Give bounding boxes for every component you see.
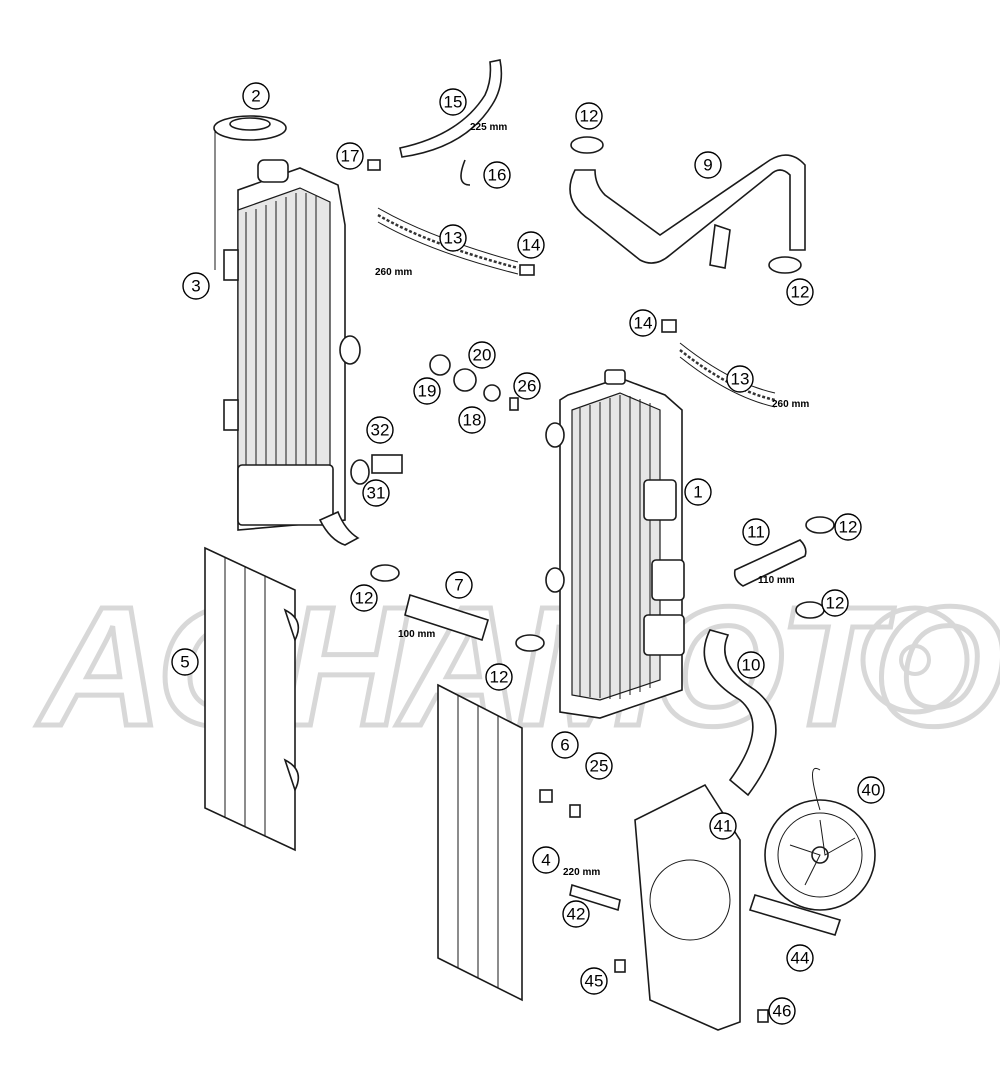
callout-12e: 12 — [834, 513, 862, 541]
radiator-cap — [213, 115, 287, 270]
callout-3: 3 — [182, 272, 210, 300]
callout-12a: 12 — [575, 102, 603, 130]
callout-44: 44 — [786, 944, 814, 972]
callout-1: 1 — [684, 478, 712, 506]
svg-text:13: 13 — [731, 370, 750, 389]
callout-11: 11 — [742, 518, 770, 546]
svg-text:16: 16 — [488, 166, 507, 185]
svg-text:12: 12 — [580, 107, 599, 126]
hose-13a: 260 mm — [375, 207, 519, 278]
fan-shroud — [634, 783, 741, 1031]
hose-15: 225 mm — [399, 59, 507, 158]
callout-12b: 12 — [786, 278, 814, 306]
svg-text:2: 2 — [251, 87, 260, 106]
callout-14b: 14 — [629, 309, 657, 337]
right-radiator — [545, 369, 685, 719]
svg-text:40: 40 — [862, 781, 881, 800]
callout-40: 40 — [857, 776, 885, 804]
svg-text:14: 14 — [634, 314, 653, 333]
svg-text:12: 12 — [839, 518, 858, 537]
svg-text:12: 12 — [826, 594, 845, 613]
svg-text:41: 41 — [714, 817, 733, 836]
svg-text:32: 32 — [371, 421, 390, 440]
svg-text:11: 11 — [747, 523, 765, 542]
hose-7: 100 mm — [398, 593, 489, 642]
callout-13b: 13 — [726, 365, 754, 393]
svg-text:25: 25 — [590, 757, 609, 776]
left-grille — [204, 546, 300, 852]
svg-text:12: 12 — [355, 589, 374, 608]
svg-text:19: 19 — [418, 382, 437, 401]
svg-text:12: 12 — [490, 668, 509, 687]
callout-16: 16 — [483, 161, 511, 189]
callout-46: 46 — [768, 997, 796, 1025]
plate-44 — [748, 894, 842, 936]
dimension-label: 220 mm — [563, 867, 600, 878]
callout-6: 6 — [551, 731, 579, 759]
y-hose — [569, 154, 806, 269]
svg-text:4: 4 — [541, 851, 550, 870]
callout-45: 45 — [580, 967, 608, 995]
hose-10 — [703, 629, 777, 797]
callout-18: 18 — [458, 406, 486, 434]
callout-19: 19 — [413, 377, 441, 405]
callout-31: 31 — [362, 479, 390, 507]
small-fittings — [350, 159, 769, 1023]
callout-32: 32 — [366, 416, 394, 444]
callout-12c: 12 — [350, 584, 378, 612]
svg-text:20: 20 — [473, 346, 492, 365]
callout-12d: 12 — [485, 663, 513, 691]
svg-text:15: 15 — [444, 93, 463, 112]
callout-26: 26 — [513, 372, 541, 400]
svg-text:10: 10 — [742, 656, 761, 675]
callout-7: 7 — [445, 571, 473, 599]
svg-text:5: 5 — [180, 653, 189, 672]
svg-text:17: 17 — [341, 147, 360, 166]
svg-text:44: 44 — [791, 949, 810, 968]
callout-9: 9 — [694, 151, 722, 179]
callout-42: 42 — [562, 900, 590, 928]
callout-25: 25 — [585, 752, 613, 780]
dimension-label: 260 mm — [772, 399, 809, 410]
callout-14a: 14 — [517, 231, 545, 259]
right-grille — [437, 683, 523, 1002]
left-radiator — [223, 159, 361, 546]
dimension-label: 110 mm — [758, 575, 795, 586]
dimension-label: 100 mm — [398, 629, 435, 640]
callout-13a: 13 — [439, 224, 467, 252]
dimension-label: 225 mm — [470, 122, 507, 133]
cooling-fan — [764, 767, 876, 911]
callout-4: 4 — [532, 846, 560, 874]
watermark-hub-icon — [899, 644, 931, 676]
callout-41: 41 — [709, 812, 737, 840]
svg-text:7: 7 — [454, 576, 463, 595]
svg-text:26: 26 — [518, 377, 537, 396]
dimension-label: 260 mm — [375, 267, 412, 278]
svg-text:6: 6 — [560, 736, 569, 755]
callout-10: 10 — [737, 651, 765, 679]
svg-text:1: 1 — [693, 483, 702, 502]
svg-text:13: 13 — [444, 229, 463, 248]
clamps — [370, 136, 835, 652]
svg-text:9: 9 — [703, 156, 712, 175]
svg-text:14: 14 — [522, 236, 541, 255]
callouts: 1 2 3 4 5 6 7 9 10 11 12 12 12 12 12 12 … — [171, 82, 885, 1025]
svg-text:3: 3 — [191, 277, 200, 296]
callout-20: 20 — [468, 341, 496, 369]
callout-2: 2 — [242, 82, 270, 110]
svg-text:31: 31 — [367, 484, 386, 503]
callout-15: 15 — [439, 88, 467, 116]
svg-text:45: 45 — [585, 972, 604, 991]
callout-17: 17 — [336, 142, 364, 170]
svg-text:12: 12 — [791, 283, 810, 302]
svg-text:42: 42 — [567, 905, 586, 924]
callout-5: 5 — [171, 648, 199, 676]
svg-text:18: 18 — [463, 411, 482, 430]
hose-11: 110 mm — [733, 539, 807, 587]
svg-text:46: 46 — [773, 1002, 792, 1021]
watermark-wheel-icon — [860, 605, 970, 715]
strip-42: 220 mm — [563, 867, 621, 912]
callout-12f: 12 — [821, 589, 849, 617]
